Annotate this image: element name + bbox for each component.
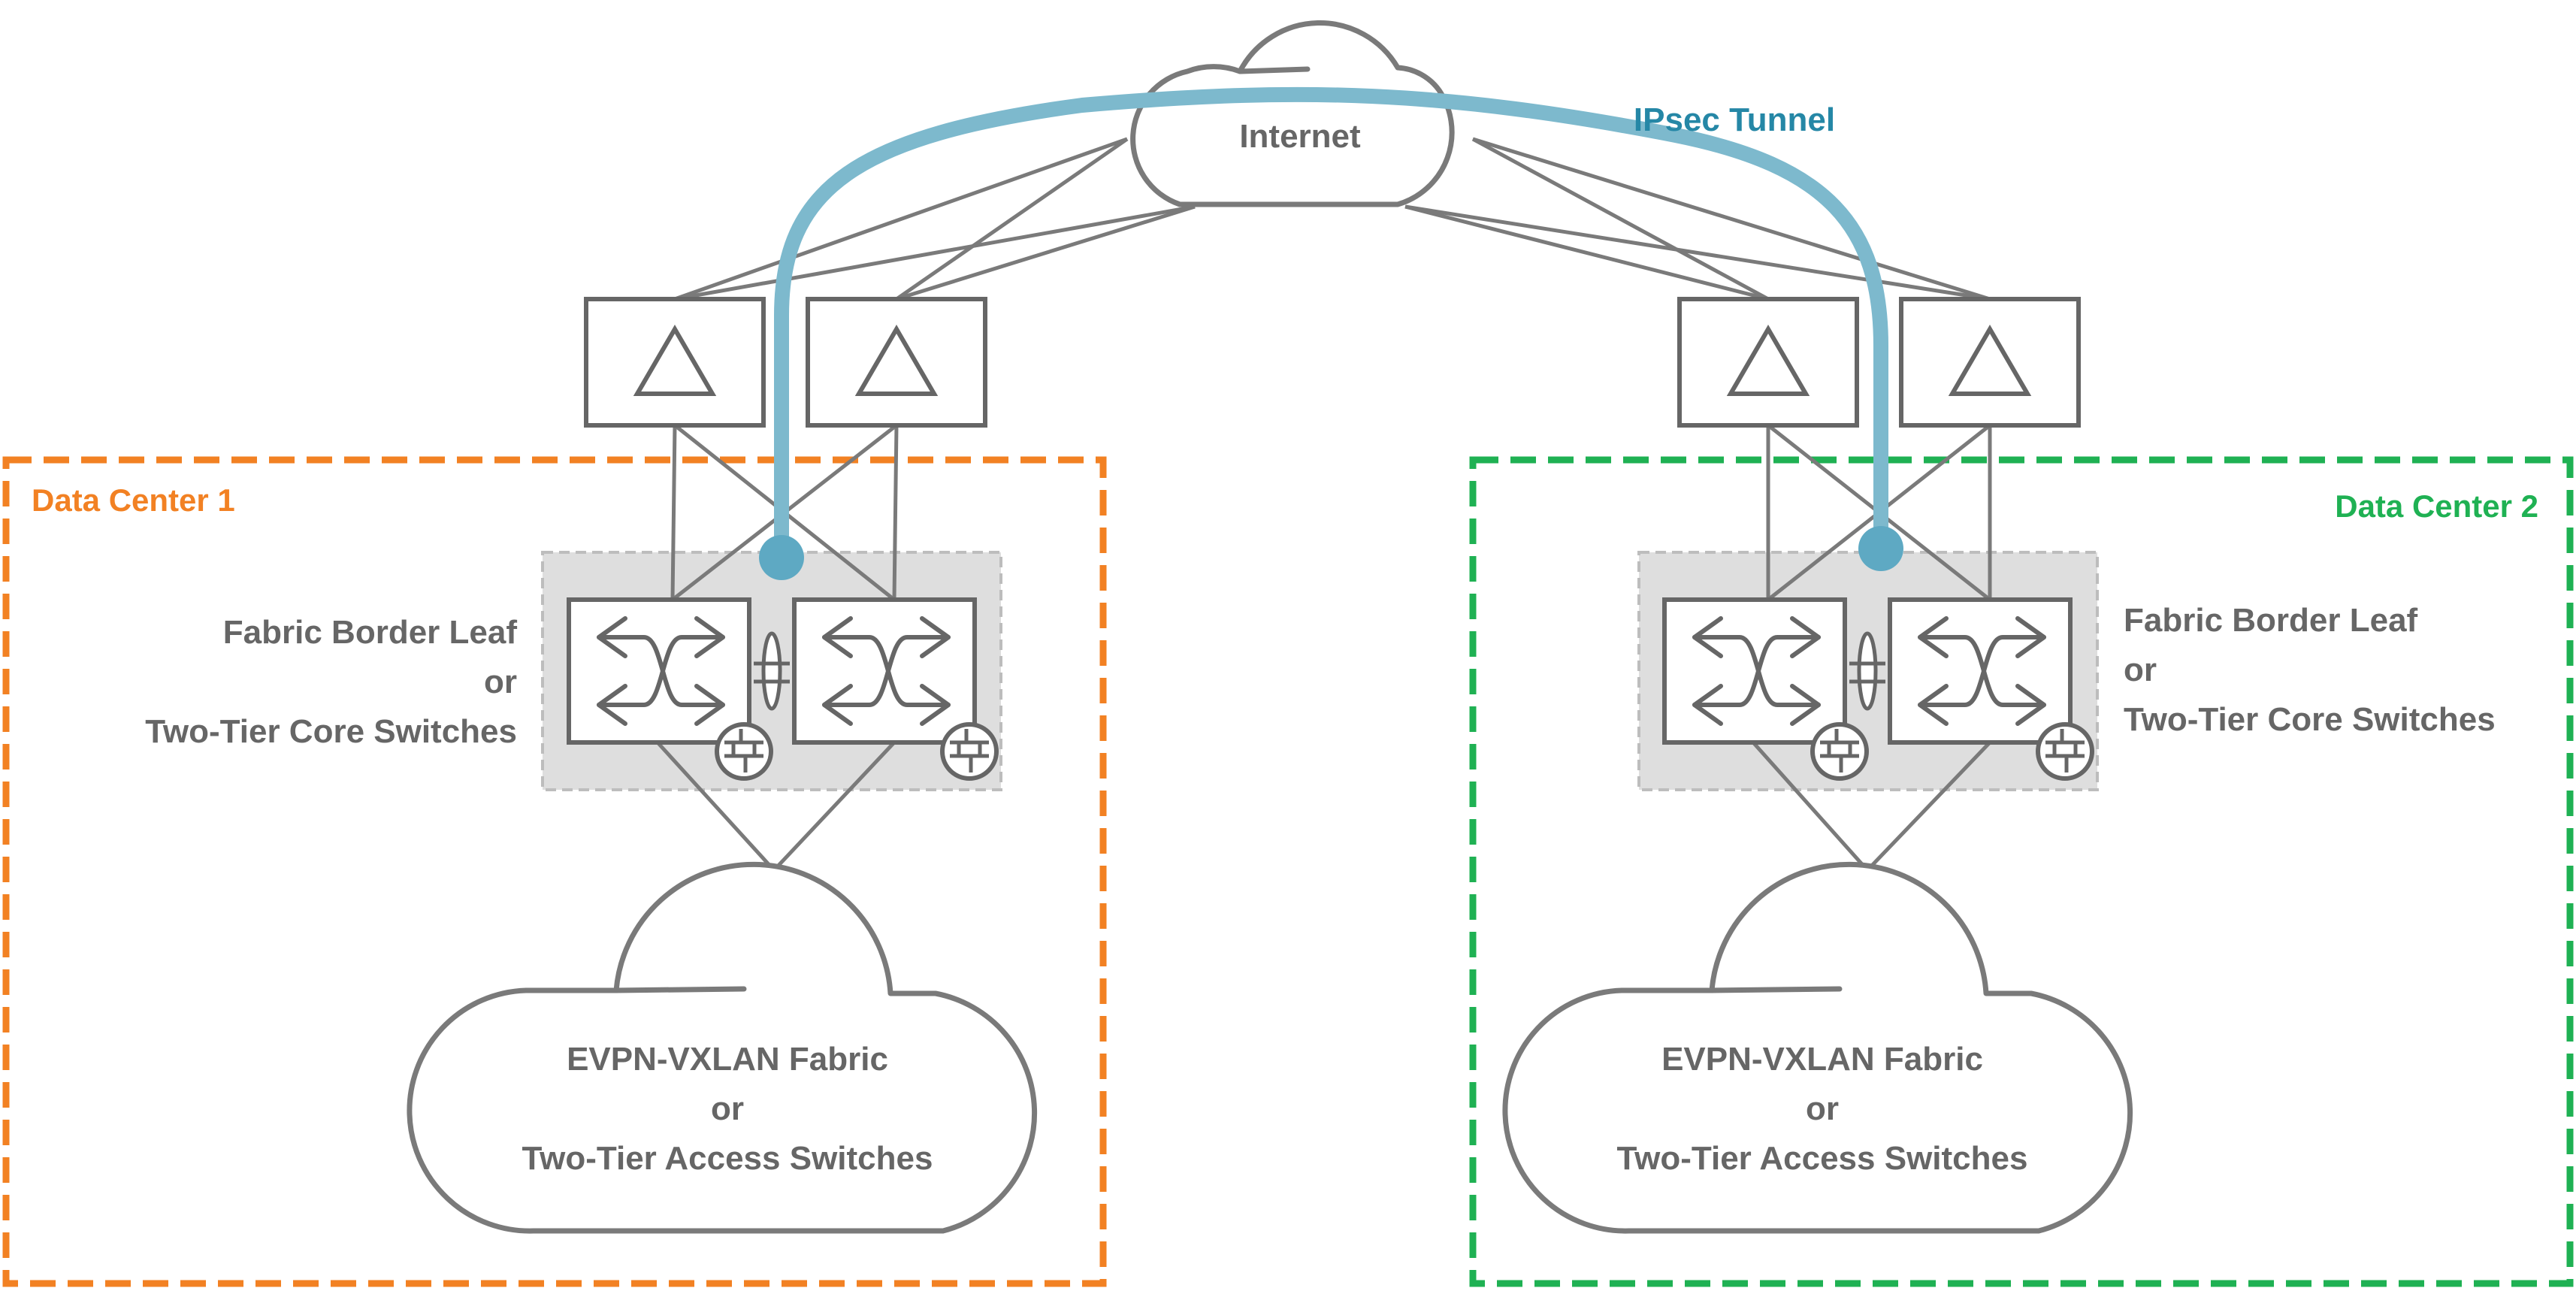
dc1-firewall-2-icon (942, 724, 996, 779)
internet-label: Internet (1239, 118, 1361, 155)
ipsec-tunnel-label: IPsec Tunnel (1634, 101, 1835, 138)
connection-lines (656, 137, 1992, 872)
dc1-border-line3: Two-Tier Core Switches (145, 713, 517, 750)
dc2-router-1-icon (1680, 299, 1857, 425)
dc1-fabric-line2: or (711, 1090, 744, 1127)
dc2-fabric-line1: EVPN-VXLAN Fabric (1661, 1041, 1983, 1078)
dc2-fabric-cloud-icon (1502, 861, 2133, 1234)
dc2-border-label: Fabric Border Leaf or Two-Tier Core Swit… (2124, 602, 2496, 738)
dc2-title: Data Center 2 (2335, 488, 2538, 524)
dc2-border-line2: or (2124, 652, 2157, 688)
dc2-border-line3: Two-Tier Core Switches (2124, 701, 2496, 738)
tunnel-endpoint-dc1 (759, 535, 804, 580)
dc1-router-1-icon (586, 299, 763, 425)
dc2-fabric-line3: Two-Tier Access Switches (1617, 1140, 2028, 1177)
dc2-fabric-line2: or (1806, 1090, 1839, 1127)
dc1-title: Data Center 1 (32, 482, 235, 518)
dc1-switch-1-icon (569, 600, 749, 742)
dc2-fabric-label: EVPN-VXLAN Fabric or Two-Tier Access Swi… (1617, 1041, 2028, 1177)
dc1-router-2-icon (808, 299, 985, 425)
dc2-switch-2-icon (1890, 600, 2070, 742)
dc1-border-label: Fabric Border Leaf or Two-Tier Core Swit… (145, 614, 517, 750)
dc1-fabric-cloud-icon (407, 861, 1038, 1234)
dc2-firewall-2-icon (2038, 724, 2092, 779)
dc1-border-line2: or (484, 664, 517, 700)
dc2-router-2-icon (1901, 299, 2079, 425)
dc1-switch-2-icon (794, 600, 975, 742)
dc2-boundary (1469, 456, 2574, 1287)
dc1-fabric-line1: EVPN-VXLAN Fabric (567, 1041, 888, 1078)
ipsec-tunnel-path (774, 86, 1888, 565)
dc1-border-line1: Fabric Border Leaf (223, 614, 518, 651)
dc1-fabric-line3: Two-Tier Access Switches (522, 1140, 933, 1177)
internet-cloud-icon (1130, 20, 1455, 207)
dc2-border-line1: Fabric Border Leaf (2124, 602, 2418, 639)
dc1-firewall-1-icon (717, 724, 771, 779)
dc2-switch-1-icon (1664, 600, 1845, 742)
dc2-firewall-1-icon (1813, 724, 1867, 779)
dc1-boundary (2, 456, 1107, 1287)
dc1-fabric-label: EVPN-VXLAN Fabric or Two-Tier Access Swi… (522, 1041, 933, 1177)
tunnel-endpoint-dc2 (1858, 526, 1903, 571)
